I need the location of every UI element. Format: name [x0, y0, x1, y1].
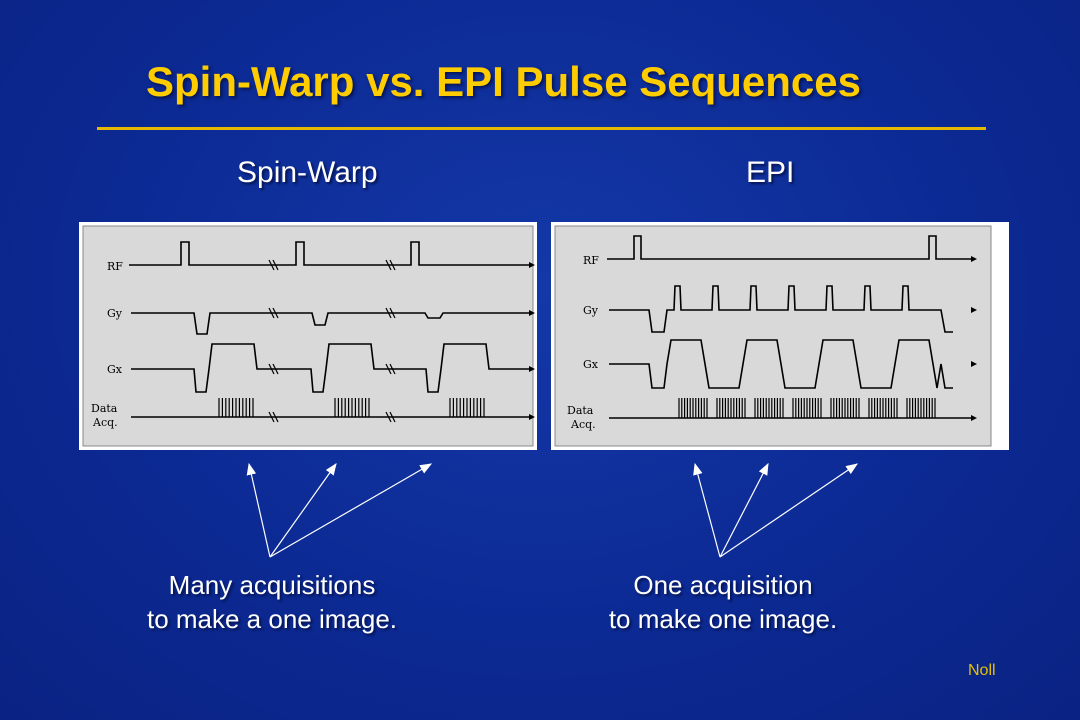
- acq-label: Acq.: [570, 418, 596, 431]
- gx-label: Gx: [583, 358, 599, 371]
- title-underline: [97, 127, 986, 130]
- epi-diagram: RF Gy Gx Data Acq.: [551, 222, 1009, 450]
- spin-warp-diagram: RF Gy Gx Data Acq.: [79, 222, 537, 450]
- rf-label: RF: [583, 254, 599, 267]
- spin-warp-caption-line1: Many acquisitions: [168, 570, 376, 600]
- spin-warp-caption-line2: to make a one image.: [146, 604, 398, 634]
- epi-heading: EPI: [746, 156, 795, 189]
- epi-caption: One acquisition to make one image.: [513, 568, 933, 636]
- data-label: Data: [91, 402, 118, 415]
- gx-label: Gx: [107, 363, 123, 376]
- spin-warp-heading: Spin-Warp: [237, 156, 378, 189]
- rf-label: RF: [107, 260, 123, 273]
- epi-caption-line1: One acquisition: [633, 570, 813, 600]
- acq-label: Acq.: [92, 416, 118, 429]
- gy-label: Gy: [583, 304, 599, 317]
- gy-label: Gy: [107, 307, 123, 320]
- data-label: Data: [567, 404, 594, 417]
- spin-warp-caption: Many acquisitions to make a one image.: [62, 568, 482, 636]
- author-credit: Noll: [968, 662, 996, 679]
- slide-title: Spin-Warp vs. EPI Pulse Sequences: [146, 58, 862, 105]
- epi-caption-line2: to make one image.: [608, 604, 838, 634]
